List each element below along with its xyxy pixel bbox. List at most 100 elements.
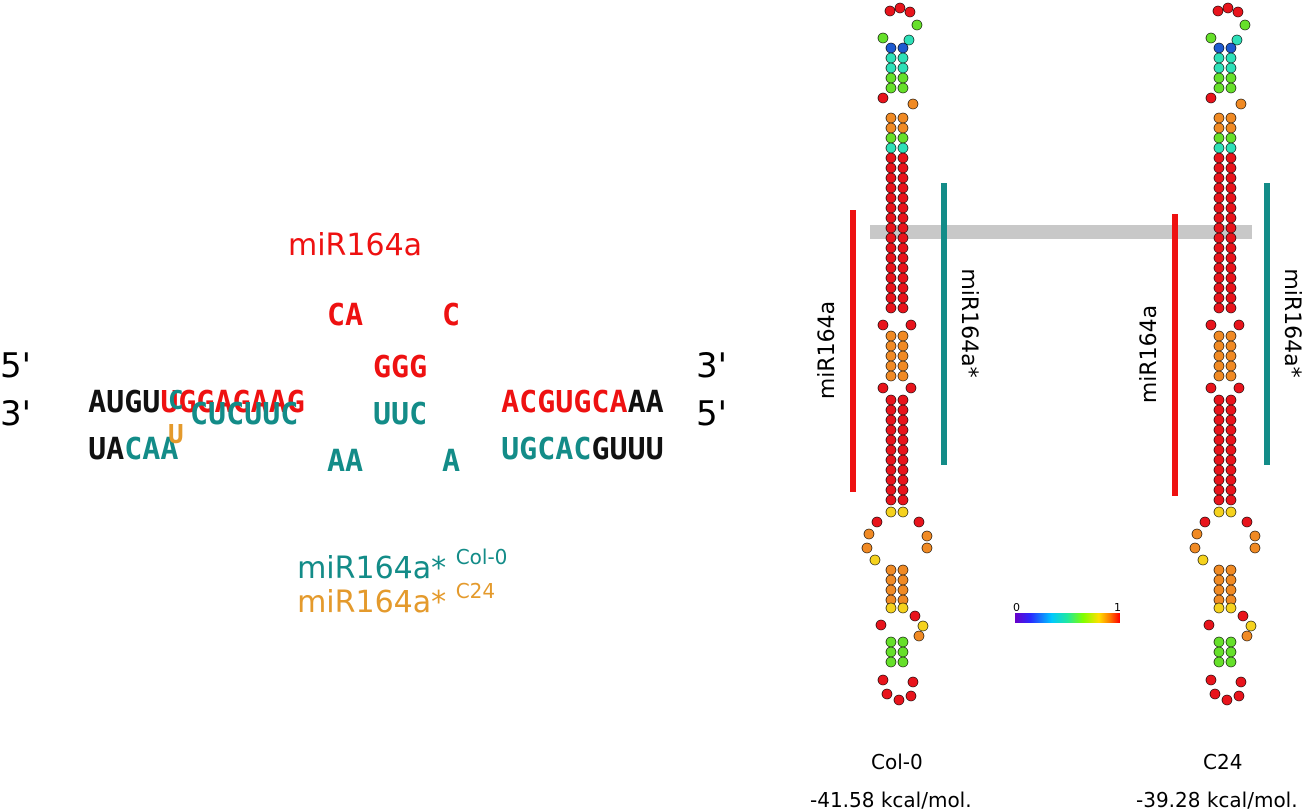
nucleotide (885, 646, 897, 658)
nucleotide (897, 424, 909, 436)
nucleotide (1213, 212, 1225, 224)
nucleotide (885, 192, 897, 204)
nucleotide (885, 350, 897, 362)
nucleotide (897, 506, 909, 518)
nucleotide (1213, 584, 1225, 596)
nucleotide (885, 506, 897, 518)
nucleotide (897, 142, 909, 154)
nucleotide (1222, 2, 1234, 14)
nucleotide (897, 212, 909, 224)
nucleotide (1213, 454, 1225, 466)
nucleotide (1213, 182, 1225, 194)
five-prime-bottom: 5' (696, 394, 727, 434)
nucleotide (885, 494, 897, 506)
nucleotide (877, 674, 889, 686)
nucleotide (897, 636, 909, 648)
nucleotide (897, 484, 909, 496)
top-bulge-ca: CA (327, 298, 364, 333)
nucleotide (1225, 584, 1237, 596)
top-red-1: UGGAGAAG (160, 385, 305, 420)
nucleotide (877, 382, 889, 394)
bottom-bulge-a: A (442, 444, 461, 479)
nucleotide (1213, 272, 1225, 284)
top-black-left: AUGU (88, 385, 161, 420)
scale-min-label: 0 (1013, 601, 1020, 614)
nucleotide (1213, 636, 1225, 648)
nucleotide (897, 584, 909, 596)
nucleotide (875, 619, 887, 631)
top-red-3: ACGUGCA (501, 385, 628, 420)
nucleotide (1231, 34, 1243, 46)
hairpin-c24 (1189, 2, 1261, 706)
nucleotide (1225, 272, 1237, 284)
nucleotide (1213, 506, 1225, 518)
nucleotide (1213, 350, 1225, 362)
nucleotide (1213, 52, 1225, 64)
nucleotide (1213, 340, 1225, 352)
nucleotide (1213, 394, 1225, 406)
top-bulge-c: C (442, 298, 461, 333)
nucleotide (1205, 32, 1217, 44)
nucleotide (897, 222, 909, 234)
nucleotide (1213, 646, 1225, 658)
nucleotide (885, 172, 897, 184)
nucleotide (1225, 72, 1237, 84)
nucleotide (1213, 292, 1225, 304)
star-label-col0: miR164a* (956, 268, 981, 377)
nucleotide (897, 370, 909, 382)
nucleotide (1213, 494, 1225, 506)
nucleotide (917, 620, 929, 632)
nucleotide (885, 302, 897, 314)
nucleotide (1213, 242, 1225, 254)
nucleotide (1225, 52, 1237, 64)
nucleotide (897, 564, 909, 576)
top-black-right: AA (627, 385, 664, 420)
duplex-title: miR164a (288, 228, 423, 263)
top-strand: AUGUUGGAGAAG (52, 350, 305, 420)
nucleotide (1213, 656, 1225, 668)
nucleotide (897, 404, 909, 416)
variant-c24: U (168, 420, 184, 450)
nucleotide (1225, 602, 1237, 614)
mir-label-col0: miR164a (815, 301, 840, 399)
nucleotide (1241, 630, 1253, 642)
nucleotide (1221, 694, 1233, 706)
nucleotide (1245, 620, 1257, 632)
nucleotide (1213, 152, 1225, 164)
nucleotide (1213, 172, 1225, 184)
nucleotide (1205, 319, 1217, 331)
nucleotide (897, 272, 909, 284)
mir-label-c24: miR164a (1137, 305, 1162, 403)
nucleotide (903, 34, 915, 46)
nucleotide (885, 282, 897, 294)
nucleotide (897, 656, 909, 668)
nucleotide (1213, 62, 1225, 74)
nucleotide (1225, 292, 1237, 304)
nucleotide (885, 484, 897, 496)
nucleotide (1213, 370, 1225, 382)
nucleotide (897, 152, 909, 164)
nucleotide (897, 602, 909, 614)
nucleotide (1213, 414, 1225, 426)
legend-c24: miR164a* C24 (278, 544, 495, 620)
nucleotide (1233, 690, 1245, 702)
nucleotide (885, 434, 897, 446)
nucleotide (897, 434, 909, 446)
nucleotide (1225, 262, 1237, 274)
nucleotide (1189, 542, 1201, 554)
nucleotide (907, 676, 919, 688)
bottom-strand-left: UACAA (52, 397, 178, 467)
nucleotide (1225, 42, 1237, 54)
nucleotide (1213, 302, 1225, 314)
nucleotide (1225, 132, 1237, 144)
legend-col0: miR164a* Col-0 (278, 510, 507, 586)
nucleotide (885, 564, 897, 576)
scale-max-label: 1 (1114, 601, 1121, 614)
nucleotide (885, 242, 897, 254)
nucleotide (905, 690, 917, 702)
nucleotide (1213, 404, 1225, 416)
nucleotide (913, 630, 925, 642)
nucleotide (1225, 494, 1237, 506)
nucleotide (1225, 350, 1237, 362)
nucleotide (894, 2, 906, 14)
